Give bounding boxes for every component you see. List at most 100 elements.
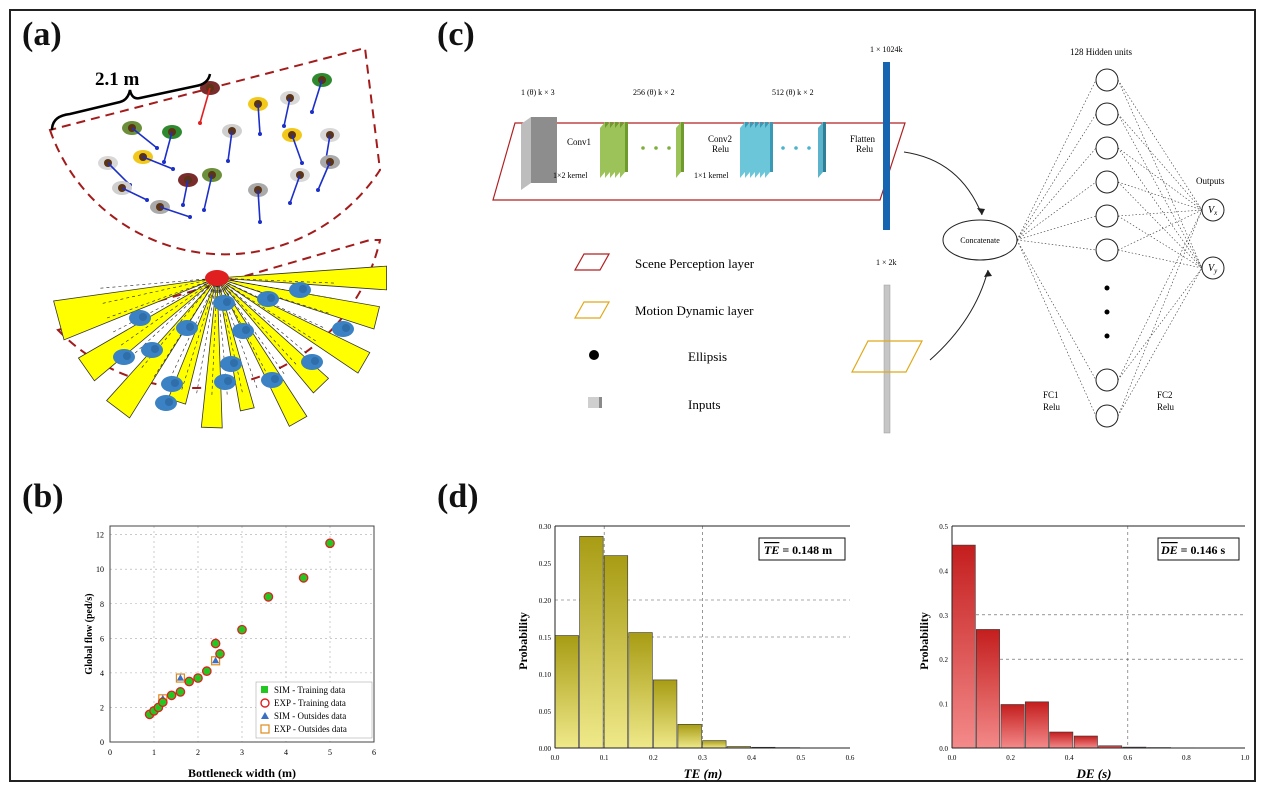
b-x-tick-label: 5 (328, 748, 332, 757)
fov-ray (180, 277, 218, 393)
de-x-axis-label: DE (s) (1075, 766, 1111, 781)
kernel1-label: 1×2 kernel (553, 171, 588, 180)
b-y-tick-label: 2 (100, 703, 104, 712)
b-plot-border (109, 525, 375, 743)
legend-ellipsis: Ellipsis (688, 349, 727, 364)
arrow-head (181, 203, 185, 207)
b-legend-entry: EXP - Outsides data (274, 724, 347, 734)
feature-map (681, 122, 684, 172)
conv2-act: Relu (712, 144, 729, 154)
output-node-vx (1201, 198, 1225, 222)
fov-ray (195, 277, 218, 397)
flatten-act: Relu (856, 144, 873, 154)
nn-hidden-nodes (1095, 68, 1119, 428)
fov-ray (216, 277, 337, 284)
pedestrian-head (230, 359, 238, 367)
d-x-tick-label: 0.8 (1182, 754, 1191, 762)
input1-dim: 1 (θ) k × 3 (521, 88, 555, 97)
conv2-dim: 512 (θ) k × 2 (772, 88, 814, 97)
conv1-label: Conv1 (567, 137, 591, 147)
fc1-connection (1016, 113, 1097, 241)
b-point-training (263, 591, 274, 602)
feature-map-side (615, 122, 620, 178)
d-y-tick-label: 0.0 (939, 745, 948, 753)
feature-map-side (676, 122, 681, 178)
velocity-arrow (317, 161, 331, 191)
velocity-arrow (163, 131, 173, 163)
feature-map (625, 122, 628, 172)
d-y-tick-label: 0.5 (939, 523, 948, 531)
kernel2-label: 1×1 kernel (694, 171, 729, 180)
b-x-tick-label: 3 (240, 748, 244, 757)
fc2-connection (1117, 267, 1203, 381)
legend-red-circle-icon (260, 698, 270, 708)
b-point-sim-outside (212, 656, 220, 664)
fov-wedge (216, 277, 308, 427)
distance-brace (50, 73, 212, 131)
pedestrian-group (98, 73, 354, 411)
velocity-arrow (291, 134, 303, 164)
input-block (521, 117, 557, 190)
fov-ray (110, 277, 218, 334)
fc2-connection (1117, 267, 1203, 417)
d-y-tick-label: 0.2 (939, 656, 948, 664)
d-y-tick-label: 0.25 (539, 560, 552, 568)
b-data-points (144, 538, 335, 720)
arrow-head (162, 160, 166, 164)
velocity-arrow (257, 189, 261, 223)
panel-label-c: (c) (437, 16, 475, 53)
fc2-connection (1117, 181, 1203, 269)
fov-ray (118, 277, 218, 348)
fc1-connection (1016, 239, 1097, 417)
histogram-bar (1073, 735, 1098, 749)
b-y-axis-label: Global flow (ped/s) (84, 593, 95, 674)
fov-wedge (216, 277, 330, 394)
fc1-label: FC1 (1043, 390, 1059, 400)
fc2-connection (1117, 209, 1203, 251)
output-node-vy (1201, 256, 1225, 280)
pedestrian-head (299, 285, 307, 293)
svg-text:DE = 0.146 s: DE = 0.146 s (1160, 543, 1226, 557)
fc1-connection (1016, 239, 1097, 381)
hidden-unit-node (1095, 204, 1119, 228)
b-y-tick-label: 0 (100, 738, 104, 747)
b-point-training (157, 697, 168, 708)
hidden-unit-node (1095, 170, 1119, 194)
hidden-unit-node (1095, 404, 1119, 428)
focal-pedestrian (205, 270, 229, 286)
hidden-unit-node (1095, 368, 1119, 392)
fc2-connection (1117, 209, 1203, 381)
d-x-tick-label: 0.6 (846, 754, 855, 762)
histogram-bar (628, 632, 653, 749)
distance-label: 2.1 m (95, 69, 140, 90)
fov-wedge (167, 277, 218, 405)
velocity-arrow (203, 174, 213, 211)
fc2-connection (1117, 181, 1203, 211)
histogram-bar (579, 536, 604, 749)
b-x-axis-label: Bottleneck width (m) (188, 766, 296, 780)
feature-map-side (750, 122, 755, 178)
velocity-arrow (142, 156, 174, 170)
legend-inputs: Inputs (688, 397, 721, 412)
fov-wedge (216, 277, 255, 412)
velocity-arrow (311, 79, 323, 113)
fc2-connection (1117, 79, 1203, 211)
conv2-ellipsis (781, 146, 811, 150)
b-point-training (201, 666, 212, 677)
panel-label-d: (d) (437, 478, 479, 515)
d-y-tick-label: 0.10 (539, 671, 552, 679)
histogram-bar (1024, 701, 1049, 749)
fov-ray (216, 277, 299, 367)
b-point-sim-outside (176, 674, 184, 681)
b-y-tick-label: 10 (96, 565, 104, 574)
b-legend-box (255, 681, 373, 739)
velocity-arrow (199, 87, 211, 124)
conv2-stack (740, 122, 826, 178)
fov-wedge (216, 277, 371, 374)
arrow-head (226, 159, 230, 163)
